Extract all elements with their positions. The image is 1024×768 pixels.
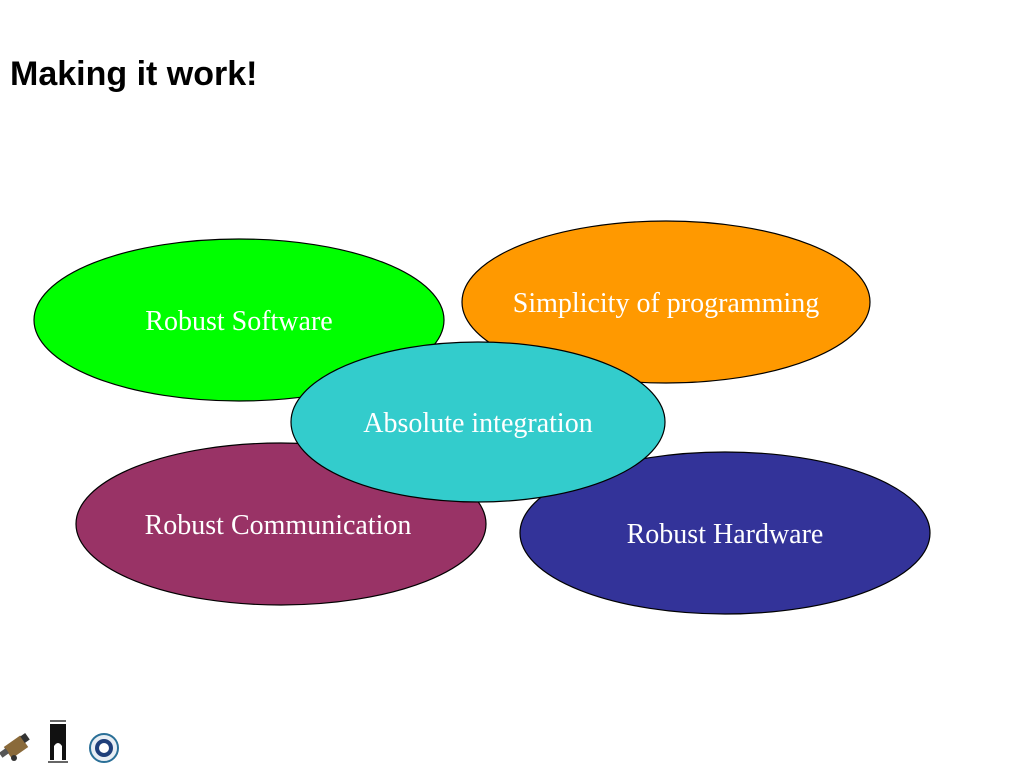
node-absolute-integration: Absolute integration bbox=[290, 341, 666, 503]
node-robust-software-shape bbox=[33, 238, 445, 402]
node-absolute-integration-label: Absolute integration bbox=[363, 408, 592, 439]
node-robust-software-label: Robust Software bbox=[145, 306, 332, 337]
node-robust-hardware-label: Robust Hardware bbox=[627, 519, 824, 550]
university-tower-logo bbox=[48, 720, 68, 763]
node-absolute-integration-shape bbox=[290, 341, 666, 503]
robot-logo bbox=[0, 733, 30, 761]
node-robust-communication-label: Robust Communication bbox=[145, 510, 412, 541]
node-simplicity-of-programming: Simplicity of programming bbox=[461, 220, 871, 384]
node-simplicity-of-programming-shape bbox=[461, 220, 871, 384]
node-simplicity-of-programming-label: Simplicity of programming bbox=[513, 288, 819, 319]
footer-logos bbox=[0, 720, 119, 763]
node-robust-hardware: Robust Hardware bbox=[519, 451, 931, 615]
node-robust-software: Robust Software bbox=[33, 238, 445, 402]
circular-seal-logo bbox=[89, 733, 119, 763]
slide-title: Making it work! bbox=[10, 55, 258, 93]
node-robust-hardware-shape bbox=[519, 451, 931, 615]
